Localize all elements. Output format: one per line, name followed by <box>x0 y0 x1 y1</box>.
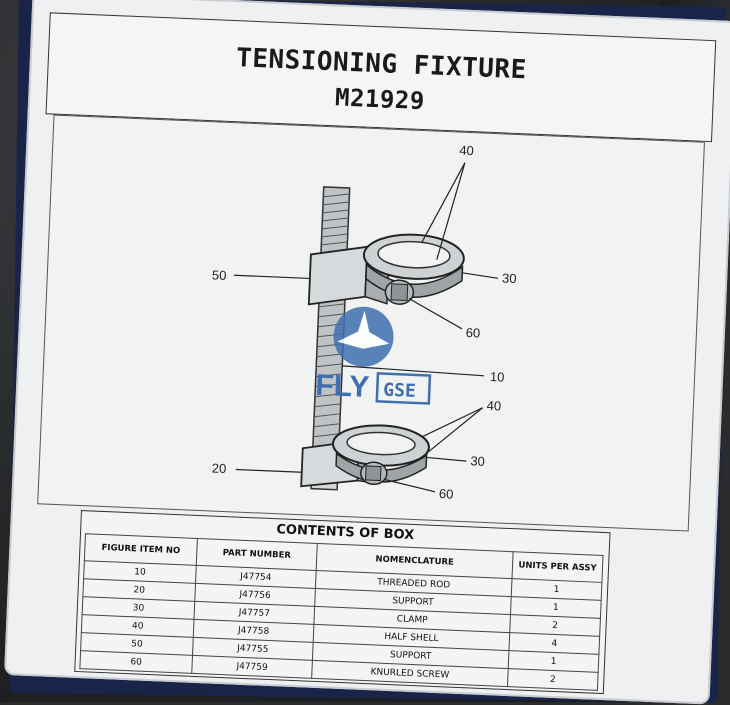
cell-item: 60 <box>79 650 193 674</box>
cell-units: 2 <box>507 668 599 691</box>
callout-40-top: 40 <box>459 143 474 159</box>
callout-30-top: 30 <box>502 270 517 286</box>
bottom-clamp <box>331 424 430 483</box>
figure-panel: 40 30 50 60 10 40 30 20 60 FLY GSE <box>37 114 705 532</box>
leader-lines <box>233 162 499 493</box>
watermark-brand: FLY <box>315 369 370 404</box>
callout-50: 50 <box>212 267 227 283</box>
callout-40-bottom: 40 <box>486 398 501 414</box>
contents-table: FIGURE ITEM NO PART NUMBER NOMENCLATURE … <box>79 533 604 691</box>
header-units-per-assy: UNITS PER ASSY <box>511 551 604 583</box>
watermark-suffix-box <box>375 372 432 405</box>
placard: TENSIONING FIXTURE M21929 <box>4 0 730 705</box>
fixture-illustration: 40 30 50 60 10 40 30 20 60 FLY GSE <box>212 143 517 502</box>
callout-20: 20 <box>212 460 227 476</box>
top-knurled-screw <box>384 279 415 305</box>
watermark-suffix: GSE <box>383 380 416 402</box>
callout-60-top: 60 <box>465 325 480 341</box>
cell-part: J47759 <box>191 655 313 679</box>
fly-gse-watermark <box>333 306 394 367</box>
bottom-knurled-screw <box>360 461 388 486</box>
callout-60-bottom: 60 <box>439 486 454 502</box>
callout-10: 10 <box>490 369 505 385</box>
contents-table-box: CONTENTS OF BOX FIGURE ITEM NO PART NUMB… <box>74 510 611 695</box>
plastic-sleeve: TENSIONING FIXTURE M21929 <box>4 0 730 705</box>
callout-30-bottom: 30 <box>470 453 485 469</box>
